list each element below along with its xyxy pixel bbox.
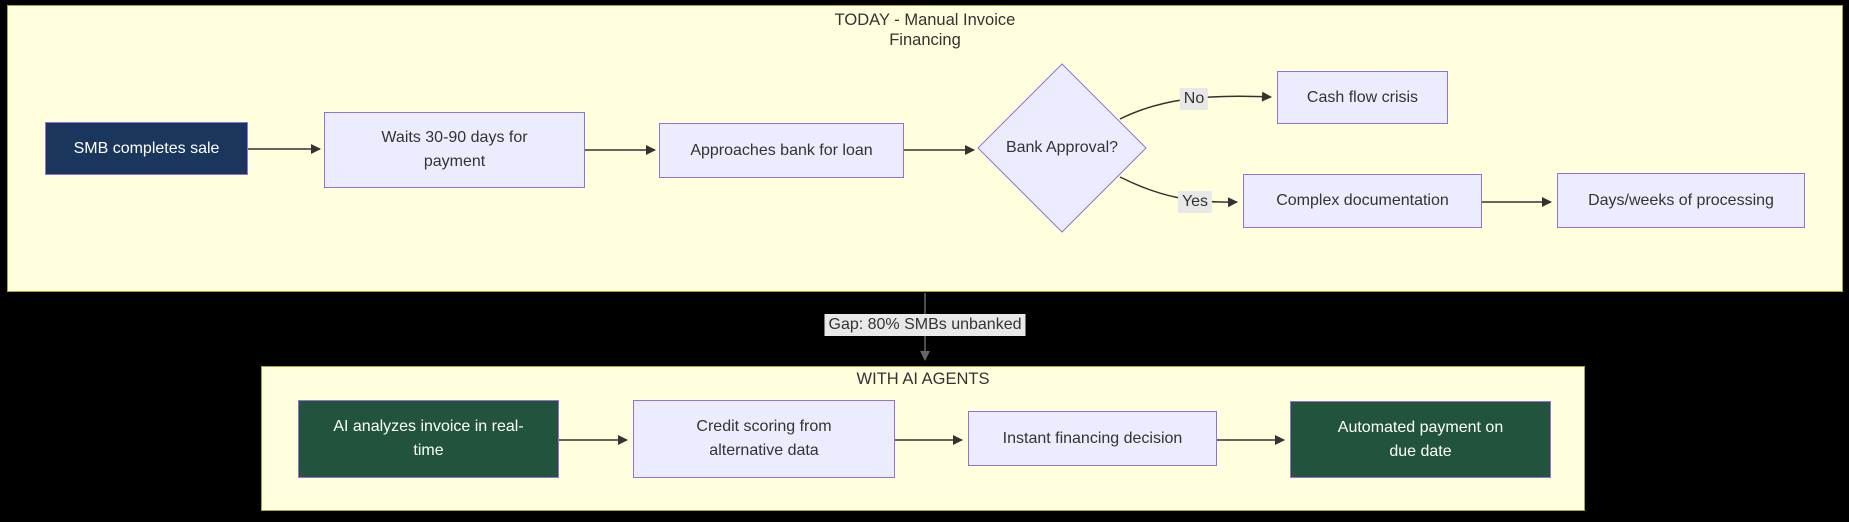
edge-label-no: No [1179, 88, 1209, 110]
node-cash-flow-crisis-label: Cash flow crisis [1306, 88, 1419, 106]
node-waits-30-90-days-label: Waits 30-90 days for payment [381, 129, 528, 170]
node-approaches-bank-for-loan-label: Approaches bank for loan [690, 141, 873, 159]
node-instant-financing-decision: Instant financing decision [968, 411, 1217, 466]
subgraph-today-title-line2: Financing [889, 31, 961, 49]
node-waits-30-90-days: Waits 30-90 days for payment [324, 112, 585, 188]
node-automated-payment-due-date: Automated payment on due date [1290, 401, 1551, 478]
node-instant-financing-decision-label: Instant financing decision [1002, 429, 1183, 447]
node-ai-analyzes-invoice-label: AI analyzes invoice in real-time [333, 418, 524, 459]
node-days-weeks-of-processing-label: Days/weeks of processing [1588, 191, 1774, 209]
node-bank-approval-label: Bank Approval? [1005, 139, 1119, 156]
node-ai-analyzes-invoice: AI analyzes invoice in real-time [298, 400, 559, 478]
node-days-weeks-of-processing: Days/weeks of processing [1557, 173, 1805, 228]
node-smb-completes-sale: SMB completes sale [45, 122, 248, 175]
node-credit-scoring-alternative-data-label: Credit scoring from alternative data [696, 418, 832, 459]
node-complex-documentation: Complex documentation [1243, 174, 1482, 228]
node-bank-approval-decision: Bank Approval? [978, 64, 1146, 232]
subgraph-ai-title: WITH AI AGENTS [856, 370, 990, 388]
node-automated-payment-due-date-label: Automated payment on due date [1337, 418, 1504, 460]
subgraph-today-manual-invoice-financing: TODAY - Manual Invoice Financing [7, 5, 1843, 292]
node-cash-flow-crisis: Cash flow crisis [1277, 71, 1448, 124]
subgraph-today-title-line1: TODAY - Manual Invoice [834, 11, 1016, 29]
node-complex-documentation-label: Complex documentation [1276, 192, 1449, 209]
edge-label-gap-80-percent-smbs-unbanked: Gap: 80% SMBs unbanked [824, 314, 1026, 336]
node-smb-completes-sale-label: SMB completes sale [73, 139, 220, 157]
edge-label-yes: Yes [1177, 191, 1213, 213]
node-credit-scoring-alternative-data: Credit scoring from alternative data [633, 400, 895, 478]
node-approaches-bank-for-loan: Approaches bank for loan [659, 123, 904, 178]
subgraph-today-title: TODAY - Manual Invoice Financing [8, 10, 1842, 50]
